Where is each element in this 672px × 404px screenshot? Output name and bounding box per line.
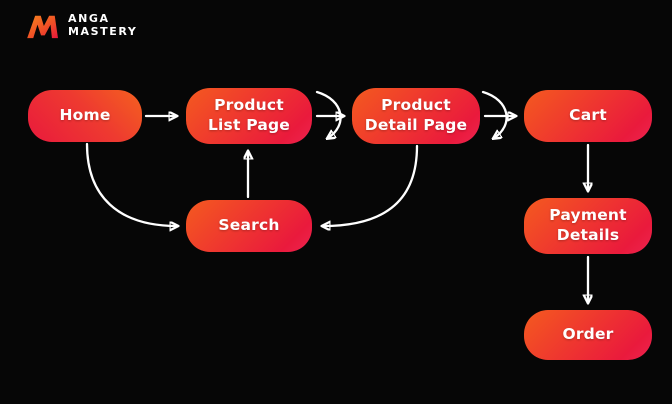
node-payment-details-label: Payment Details xyxy=(549,206,627,244)
node-cart: Cart xyxy=(524,90,652,142)
node-home: Home xyxy=(28,90,142,142)
node-payment-details: Payment Details xyxy=(524,198,652,254)
edge-productdetail-back-to-productlist xyxy=(315,90,342,138)
node-product-detail-page-label: Product Detail Page xyxy=(364,96,468,134)
node-product-detail-page: Product Detail Page xyxy=(352,88,480,144)
node-cart-label: Cart xyxy=(569,106,607,125)
node-order-label: Order xyxy=(562,325,614,344)
node-search: Search xyxy=(186,200,312,252)
node-order: Order xyxy=(524,310,652,360)
brand-name: ANGA MASTERY xyxy=(68,12,138,39)
edge-cart-back-to-productdetail xyxy=(481,90,508,138)
brand-logo: ANGA MASTERY xyxy=(26,12,137,40)
node-product-list-page-label: Product List Page xyxy=(207,96,291,134)
brand-line1: ANGA xyxy=(68,12,110,26)
edge-home-to-search xyxy=(85,142,177,226)
node-search-label: Search xyxy=(218,216,280,235)
node-home-label: Home xyxy=(59,106,111,125)
brand-line2: MASTERY xyxy=(68,25,138,38)
node-product-list-page: Product List Page xyxy=(186,88,312,144)
anga-m-logo-icon xyxy=(27,15,58,39)
edge-productdetail-to-search xyxy=(323,144,419,226)
